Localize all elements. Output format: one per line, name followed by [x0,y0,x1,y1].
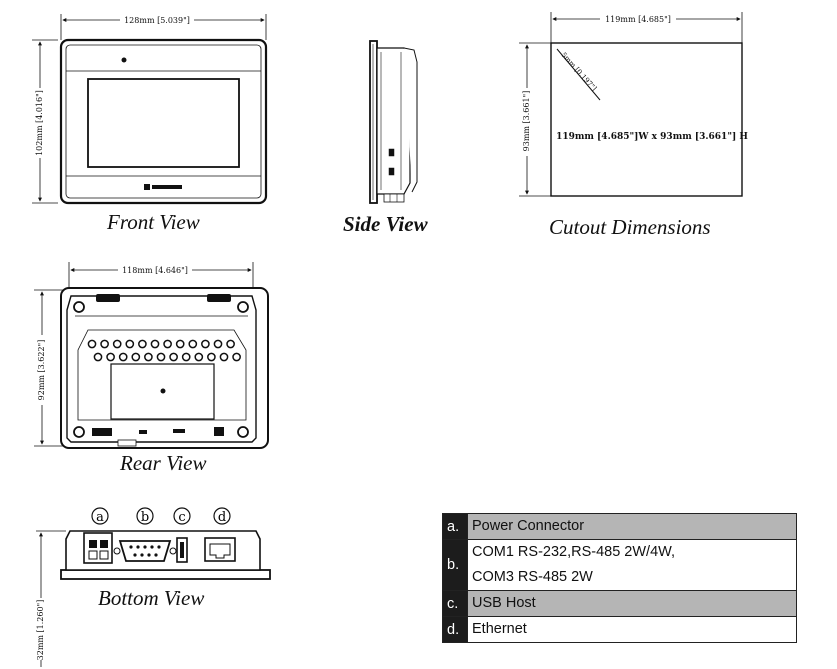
legend-key: a. [442,513,468,540]
vent-hole [118,352,128,362]
cutout-height-label: 93mm [3.661"] [522,91,531,152]
vent-hole [175,339,185,349]
corner-radius-leader [556,48,601,101]
port-marker-b: b [136,507,154,525]
vent-hole [125,339,135,349]
vent-hole [213,339,223,349]
vent-holes [87,339,241,362]
mounting-screws [73,301,249,438]
serial-pin [143,545,147,549]
serial-pin [154,553,158,557]
rear-height-label: 92mm [3.622"] [37,340,46,401]
vent-hole [169,352,178,362]
vent-hole [219,352,229,362]
cutout-view: 119mm [4.685"] 93mm [3.661"] 5mm [0.197"… [519,12,748,197]
vent-hole [188,339,198,349]
cutout-width-label: 119mm [4.685"] [605,15,671,24]
cutout-caption: Cutout Dimensions [549,215,711,239]
vent-hole [131,352,141,362]
port-a-power-connector [83,532,113,564]
brand-logo [144,184,182,190]
svg-text:b: b [141,510,149,525]
bottom-view-caption: Bottom View [98,586,205,610]
serial-pin [157,545,161,549]
side-view-caption: Side View [343,212,428,236]
front-height-label: 102mm [4.016"] [35,90,44,156]
legend-value: USB Host [467,590,797,617]
vent-hole [201,339,210,349]
vent-hole [87,339,97,349]
front-view-caption: Front View [107,210,200,234]
bottom-bezel [60,569,271,580]
vent-hole [93,352,103,362]
rear-port-icons [92,427,224,436]
front-width-label: 128mm [5.039"] [124,16,190,25]
rear-view-caption: Rear View [120,451,207,475]
cutout-outline [550,42,743,197]
legend-value: Power Connector [467,513,797,540]
serial-pin [133,553,137,557]
vent-hole [150,339,160,349]
serial-pin [136,545,140,549]
serial-pin [129,545,133,549]
side-view [369,40,418,204]
port-legend-table: a. Power Connector b. COM1 RS-232,RS-485… [442,513,797,643]
bottom-view: 32mm [1.260"] a [34,507,271,667]
vent-hole [226,339,235,349]
cutout-center-label: 119mm [4.685"]W x 93mm [3.661"] H [556,132,748,142]
vent-hole [163,339,172,349]
legend-key: d. [442,616,468,643]
legend-row-a: a. Power Connector [442,513,797,540]
port-marker-a: a [91,507,109,525]
port-markers: a b c d [91,507,231,525]
legend-key: b. [442,539,468,591]
legend-value: COM1 RS-232,RS-485 2W/4W, COM3 RS-485 2W [467,539,797,591]
serial-pin [150,545,154,549]
port-d-ethernet [204,537,236,562]
svg-text:a: a [96,510,104,525]
vent-hole [232,352,241,362]
legend-value: Ethernet [467,616,797,643]
vent-hole [156,352,166,362]
svg-text:c: c [178,510,185,525]
legend-row-d: d. Ethernet [442,616,797,643]
vent-hole [100,339,109,349]
mounting-clips [96,294,231,302]
vent-hole [181,352,191,362]
front-view: 128mm [5.039"] 102mm [4.016"] [32,14,268,205]
rear-view: 118mm [4.646"] 92mm [3.622"] [34,262,269,449]
vent-hole [207,352,216,362]
vent-hole [112,339,122,349]
front-screen [87,78,240,168]
bottom-height-label: 32mm [1.260"] [36,600,45,661]
port-marker-d: d [213,507,231,525]
vent-hole [194,352,204,362]
vent-hole [138,339,147,349]
legend-key: c. [442,590,468,617]
vent-hole [144,352,153,362]
power-led [121,57,127,63]
legend-row-b: b. COM1 RS-232,RS-485 2W/4W, COM3 RS-485… [442,539,797,591]
serial-pin [147,553,151,557]
svg-text:d: d [218,510,226,525]
vent-hole [106,352,115,362]
rear-width-label: 118mm [4.646"] [122,266,188,275]
port-b-serial-connector [113,540,177,562]
legend-row-c: c. USB Host [442,590,797,617]
port-c-usb-host [176,537,188,563]
port-marker-c: c [173,507,191,525]
serial-pin [140,553,144,557]
